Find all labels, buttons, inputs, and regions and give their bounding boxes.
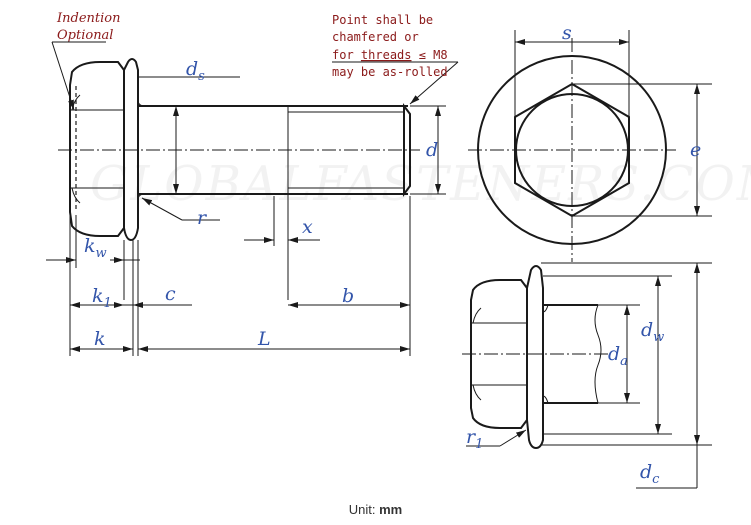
- point-note-line3: for threads ≤ M8: [332, 48, 448, 62]
- point-note-line3-ul: threads: [361, 48, 412, 62]
- point-note-line4: may be as-rolled: [332, 65, 448, 79]
- point-note-line2: chamfered or: [332, 30, 419, 44]
- point-note-line1: Point shall be: [332, 13, 433, 27]
- label-x: x: [302, 216, 313, 238]
- label-b: b: [342, 285, 354, 307]
- label-k: k: [94, 328, 106, 350]
- label-L: L: [257, 328, 271, 350]
- label-r1: r1: [466, 426, 483, 452]
- watermark: GLOBALFASTENERS.COM: [90, 156, 751, 212]
- unit-caption: Unit: mm: [0, 502, 751, 517]
- indention-note-line1: Indention: [56, 11, 120, 26]
- label-ds: ds: [186, 58, 205, 84]
- indention-note-line2: Optional: [57, 28, 113, 43]
- label-dc: dc: [640, 461, 660, 487]
- label-d: d: [426, 139, 438, 161]
- label-dw: dw: [641, 319, 664, 345]
- label-s: s: [562, 22, 572, 44]
- label-da: da: [608, 343, 628, 369]
- bolt-drawing: GLOBALFASTENERS.COM: [46, 11, 751, 489]
- point-note-line3-post: ≤ M8: [419, 48, 448, 62]
- point-note-line3-pre: for: [332, 48, 354, 62]
- unit-value: mm: [379, 502, 403, 517]
- side-view: [46, 41, 459, 356]
- label-c: c: [165, 283, 176, 305]
- end-view: [468, 30, 712, 262]
- label-r: r: [197, 207, 208, 229]
- head-detail-view: [462, 262, 712, 489]
- label-k1: k1: [92, 285, 112, 311]
- unit-label: Unit:: [348, 502, 376, 517]
- label-kw: kw: [84, 235, 107, 261]
- label-e: e: [690, 139, 701, 161]
